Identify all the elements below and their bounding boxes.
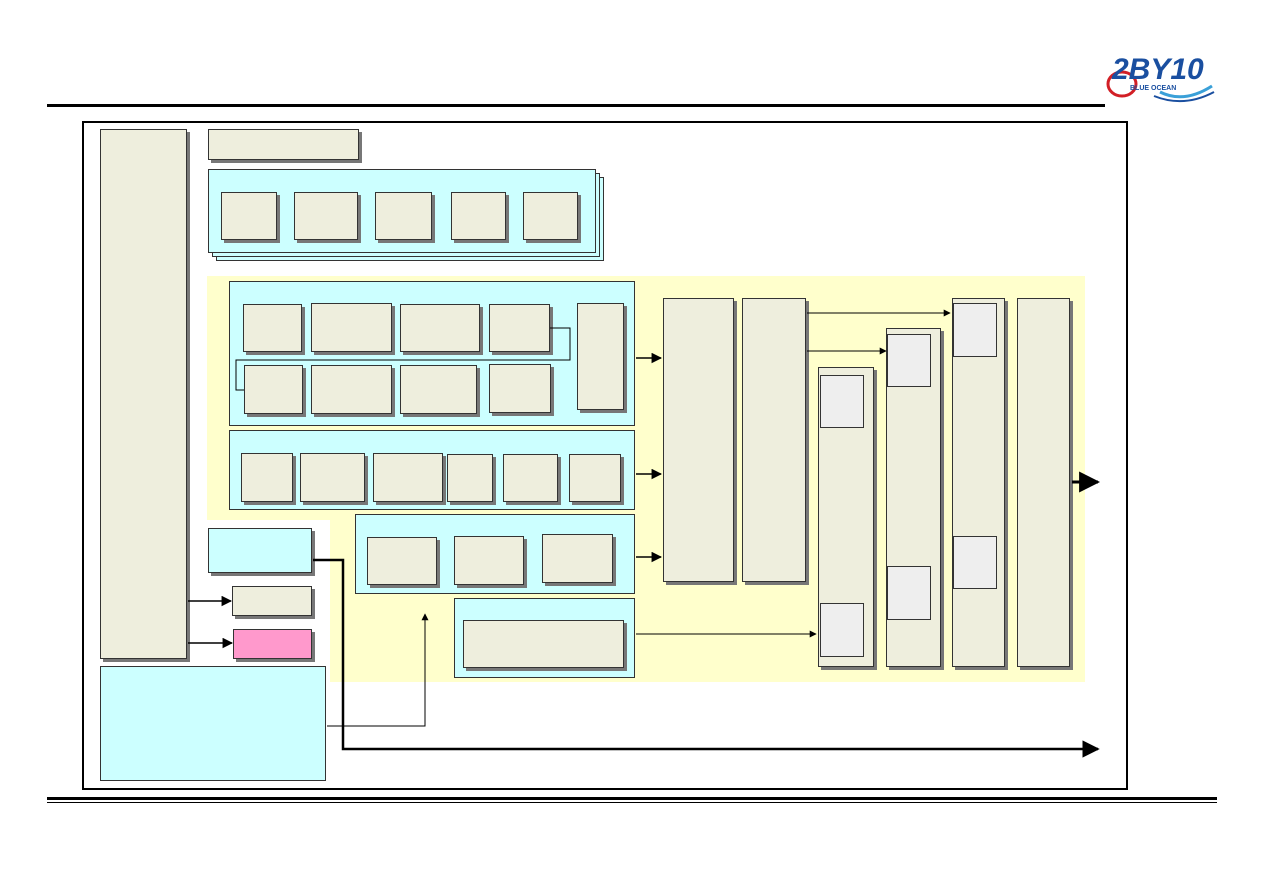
left-column-box [100,129,187,659]
stage-insert-3 [887,334,931,387]
top-box-5 [523,192,578,240]
panel-b-box-4 [447,454,493,502]
panel-a-r1-box-1 [243,304,302,352]
panel-a-r1-box-2 [311,303,392,352]
panel-a-r2-box-1 [244,365,303,414]
panel-b-box-2 [300,453,365,502]
brand-logo: 2BY10 BLUE OCEAN [1106,53,1215,103]
panel-a-r2-box-2 [311,365,392,414]
top-box-1 [221,192,277,240]
stage-insert-6 [953,536,997,589]
header-box [208,129,359,160]
footer-rule-thick [47,797,1217,800]
panel-a-r2-box-3 [400,365,477,414]
logo-sub: BLUE OCEAN [1130,85,1176,92]
stage-column-5 [952,298,1005,667]
panel-c-box-1 [367,537,437,585]
long-output-line [313,558,1100,758]
stage-insert-4 [887,566,931,620]
stage-column-2 [742,298,806,582]
bottom-left-box [100,666,326,781]
panel-a-side-box [577,303,624,410]
panel-d-box [463,620,624,668]
header-rule [47,104,1105,107]
panel-b-box-5 [503,454,558,502]
stage-insert-5 [953,303,997,357]
panel-b-box-1 [241,453,293,502]
logo-two: 2BY10 [1111,53,1204,86]
pink-box [233,629,312,659]
top-box-2 [294,192,358,240]
panel-a-r1-box-3 [400,304,480,352]
top-box-4 [451,192,506,240]
stage-column-6 [1017,298,1070,667]
stage-insert-2 [820,603,864,657]
panel-a-r1-box-4 [489,304,550,352]
stage-insert-1 [820,375,864,428]
top-box-3 [375,192,432,240]
left-cyan-box [208,528,312,573]
small-box [232,586,312,616]
panel-a-bracket-right [235,327,571,391]
panel-a-r2-box-4 [489,364,551,413]
footer-rule-thin [47,802,1217,803]
panel-b-box-6 [569,454,621,502]
panel-b-box-3 [373,453,443,502]
arrow-bottom-left-to-panel-c [327,613,429,727]
panel-c-box-3 [542,534,613,583]
panel-c-box-2 [454,536,524,585]
stage-column-1 [663,298,734,582]
diagram-frame [82,121,1128,790]
